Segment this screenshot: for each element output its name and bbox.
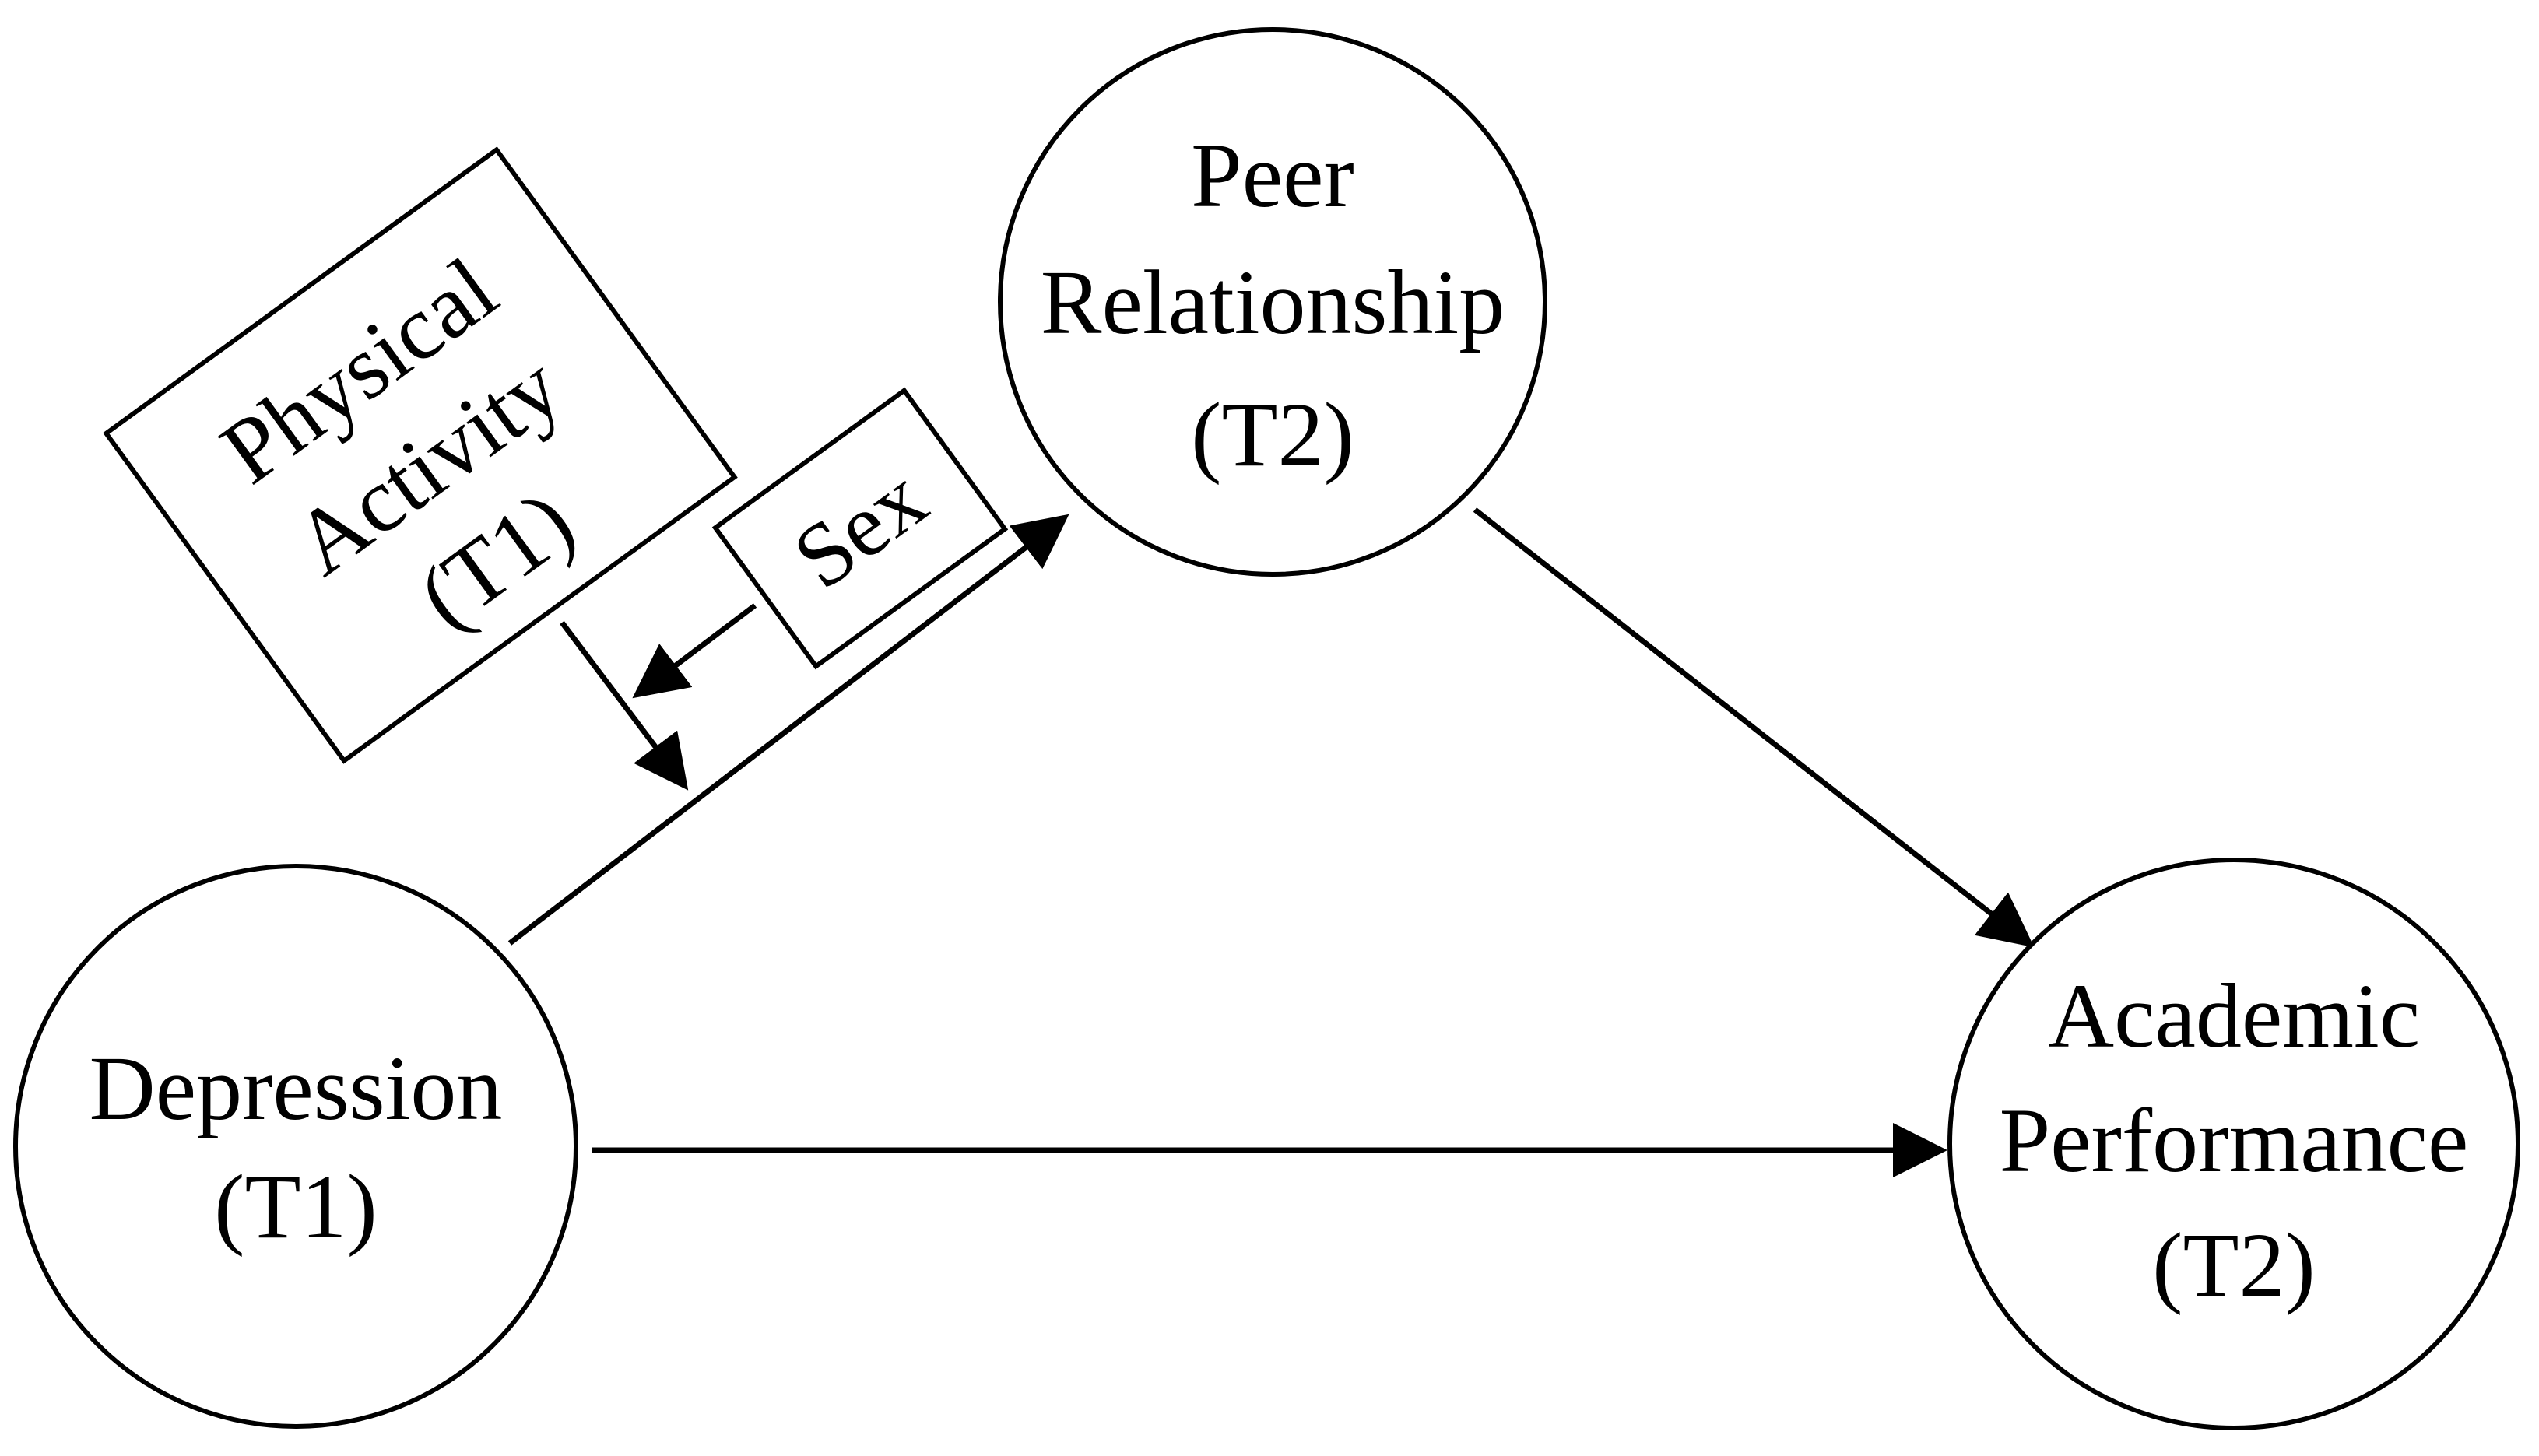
node-depression-label-line1: Depression <box>90 1037 503 1139</box>
node-academic-performance-label-line1: Academic <box>2048 965 2420 1067</box>
edge-peer-relationship-to-academic-performance <box>1473 507 2035 948</box>
node-peer-relationship: Peer Relationship (T2) <box>998 27 1547 577</box>
edge-physical-activity-moderation <box>560 620 689 791</box>
node-academic-performance: Academic Performance (T2) <box>1947 858 2520 1430</box>
node-physical-activity: Physical Activity (T1) <box>103 146 738 764</box>
node-sex: Sex <box>711 387 1009 670</box>
node-academic-performance-label-line3: (T2) <box>2152 1214 2316 1316</box>
edge-sex-moderation <box>632 603 757 699</box>
node-depression-label-line2: (T1) <box>214 1156 378 1258</box>
node-peer-relationship-label-line3: (T2) <box>1191 384 1354 486</box>
node-peer-relationship-label-line1: Peer <box>1191 125 1354 226</box>
node-depression: Depression (T1) <box>13 864 578 1429</box>
edge-depression-to-peer-relationship <box>507 514 1069 946</box>
node-academic-performance-label-line2: Performance <box>2000 1089 2469 1191</box>
node-peer-relationship-label-line2: Relationship <box>1041 251 1505 353</box>
